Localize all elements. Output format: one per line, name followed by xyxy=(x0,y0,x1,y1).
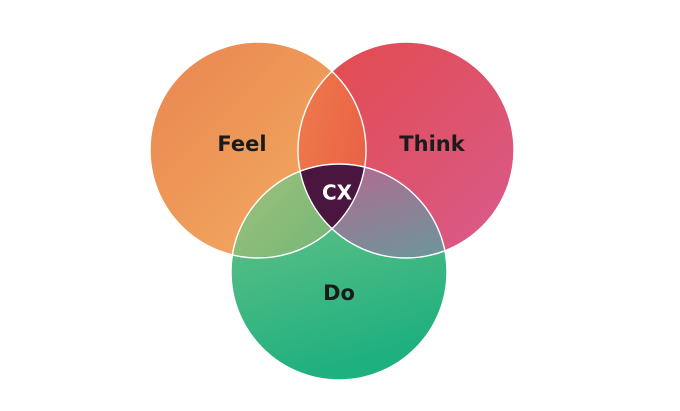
think-label: Think xyxy=(399,132,465,156)
think-do-overlap xyxy=(298,164,447,258)
cx-label: CX xyxy=(322,181,353,205)
circle-outlines xyxy=(149,41,515,381)
feel-do-overlap xyxy=(231,164,366,258)
feel-label: Feel xyxy=(217,132,266,156)
do-label: Do xyxy=(323,281,355,305)
